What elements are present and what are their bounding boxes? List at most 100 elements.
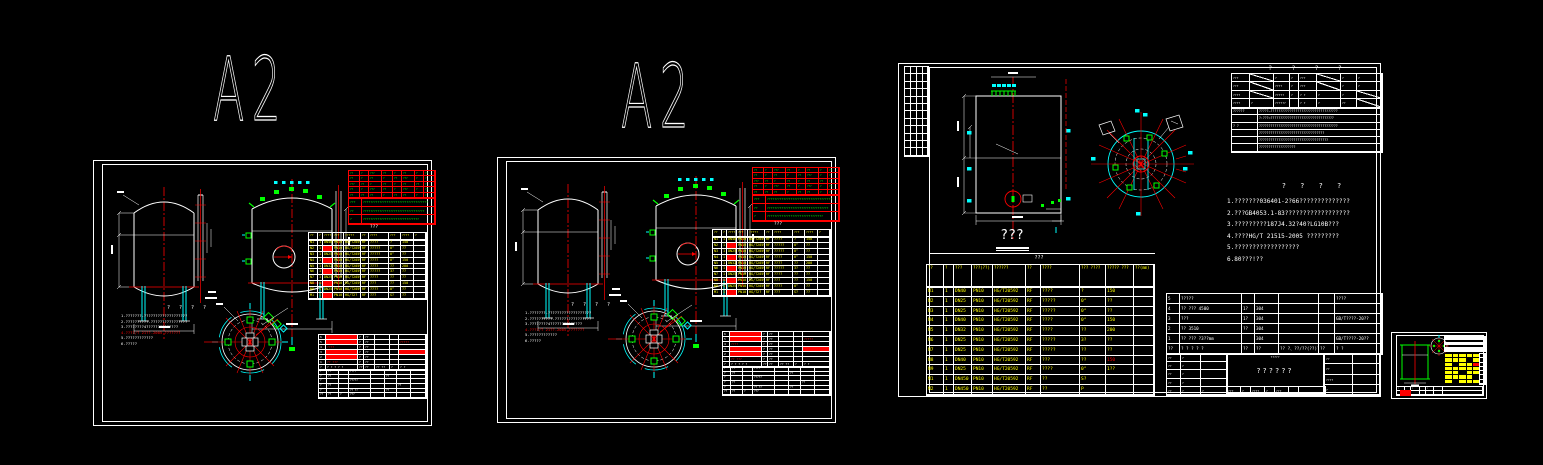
table-row: ??????????: [1232, 74, 1382, 83]
table-row: 1?? ??????: [319, 360, 426, 365]
table-cell: [815, 385, 830, 391]
table-cell: [743, 376, 753, 382]
table-cell: ?: [1241, 387, 1251, 395]
nozzle-table-title: ???: [369, 225, 379, 230]
table-row: ???: [1167, 354, 1227, 363]
table-cell: S?: [793, 290, 805, 296]
table-cell: 0°: [793, 248, 805, 255]
table-cell: ?: [1181, 378, 1201, 387]
table-cell: 1: [318, 240, 323, 246]
table-cell: [397, 370, 411, 375]
table-cell: DN25: [954, 365, 972, 376]
table-cell: [923, 118, 928, 127]
table-row: ?????????????: [1232, 82, 1382, 91]
table-cell: [917, 140, 923, 149]
table-cell: ?: [1080, 287, 1106, 297]
table-row: [905, 81, 928, 90]
table-cell: [1134, 316, 1154, 327]
table-cell: [818, 260, 830, 267]
table-cell: [1426, 391, 1434, 395]
drawing-sheet-right[interactable]: ???: [898, 63, 1383, 397]
table-cell: [743, 381, 753, 386]
table-cell: [327, 388, 339, 394]
table-cell: RF: [361, 245, 369, 252]
vessel-side-view: [111, 187, 217, 339]
table-cell: ?? ??? 4500: [1180, 304, 1242, 314]
table-cell: ??: [401, 245, 414, 252]
table-cell: ?: [1325, 384, 1353, 395]
table-cell: ?: [762, 332, 768, 337]
table-cell: [414, 269, 426, 276]
table-cell: S?: [389, 293, 401, 299]
table-cell: 2.??????????-????????????????: [525, 315, 592, 321]
table-cell: ?: [1411, 387, 1420, 391]
table-cell: ?: [393, 181, 402, 188]
peripheral-tags: [1091, 109, 1193, 216]
table-cell: [905, 67, 911, 75]
table-cell: ?: [762, 337, 768, 342]
table-cell: [801, 385, 815, 391]
table-cell: DN40: [954, 316, 972, 327]
mini-side-col: [1479, 353, 1486, 386]
table-row: ???????????????????????????????????????: [753, 195, 839, 204]
table-cell: RF: [765, 266, 773, 273]
table-cell: ????: [1232, 90, 1250, 100]
sheet-size-label-left: A2: [213, 38, 288, 141]
table-cell: ??: [364, 340, 375, 345]
side-nozzle-tags: [967, 129, 1071, 203]
table-cell: [390, 335, 399, 340]
table-cell: ????: [753, 367, 775, 372]
table-cell: RF: [361, 281, 369, 288]
table-cell: 0°: [389, 287, 401, 294]
sheet-inner-border: [506, 161, 832, 419]
drawing-sheet-middle[interactable]: ? ? ? ? 1.???????-???????????????????2.?…: [497, 157, 840, 423]
table-cell: ????: [773, 272, 793, 279]
table-cell: [911, 74, 917, 82]
table-cell: M1: [927, 375, 944, 385]
table-cell: [1480, 375, 1485, 380]
table-cell: ??: [369, 176, 382, 182]
table-cell: ??(mm): [1134, 265, 1154, 287]
table-cell: [1353, 354, 1380, 365]
table-cell: 1: [944, 355, 954, 366]
table-row: [1445, 375, 1480, 380]
table-cell: ????????????????????????????????????????…: [1258, 122, 1382, 130]
table-cell: ??: [789, 371, 801, 377]
table-cell: [911, 118, 917, 127]
table-cell: ??: [424, 171, 435, 177]
table-cell: [327, 379, 339, 385]
table-cell: N2: [309, 245, 318, 252]
plan-nozzles: [224, 316, 276, 368]
table-row: ???????????—????????????????????????????…: [1232, 108, 1382, 116]
table-cell: [917, 103, 923, 112]
table-cell: ??: [360, 181, 369, 188]
table-cell: ???: [349, 181, 360, 188]
table-cell: 0°: [1080, 316, 1106, 327]
table-cell: [399, 335, 426, 340]
table-cell: PN10: [972, 306, 993, 317]
table-cell: 1: [722, 272, 727, 279]
table-cell: [1279, 304, 1319, 314]
drawing-sheet-left[interactable]: ? ? ? ? 1.???????-???????????????????2.?…: [93, 160, 436, 426]
table-cell: 1: [1167, 334, 1180, 344]
table-cell: [349, 374, 371, 380]
drawing-sheet-mini[interactable]: ????: [1391, 332, 1487, 399]
table-cell: [1445, 371, 1453, 376]
table-cell: [905, 81, 911, 90]
table-cell: ?:???=?????????????????????????????????: [1258, 115, 1382, 123]
table-cell: PN10: [737, 242, 748, 249]
table-cell: [818, 290, 830, 296]
table-cell: [1317, 82, 1341, 91]
table-row: ????????????????????????????????????: [753, 203, 839, 213]
table-cell: 6.?????: [525, 337, 542, 343]
table-cell: ???: [402, 187, 415, 193]
table-cell: RF: [765, 284, 773, 291]
table-cell: 200: [805, 260, 818, 267]
table-cell: [818, 242, 830, 249]
table-cell: [1445, 337, 1485, 340]
